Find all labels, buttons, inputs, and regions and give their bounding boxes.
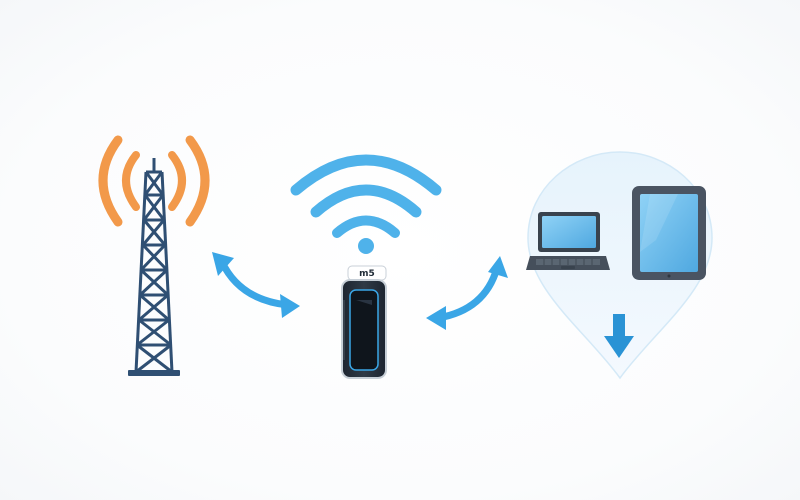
signal-waves-right-icon bbox=[168, 135, 210, 227]
bidirectional-arrow-icon bbox=[426, 256, 508, 330]
download-arrow-icon bbox=[604, 314, 634, 358]
laptop-icon bbox=[526, 212, 610, 270]
modem-label: m5 bbox=[359, 269, 375, 279]
tablet-icon bbox=[632, 186, 706, 280]
signal-waves-left-icon bbox=[98, 135, 140, 227]
wifi-icon bbox=[290, 154, 442, 254]
usb-modem-icon: m5 bbox=[341, 265, 387, 379]
cell-tower-icon bbox=[98, 135, 210, 376]
bidirectional-arrow-icon bbox=[212, 252, 300, 318]
